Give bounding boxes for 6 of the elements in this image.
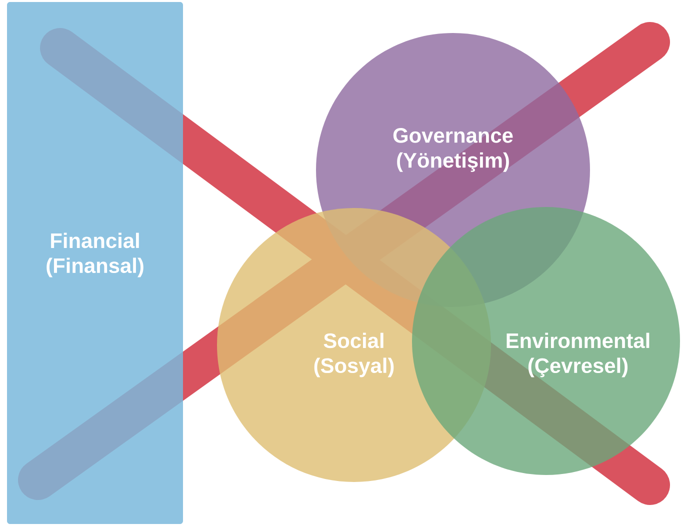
node-label: Environmental (Çevresel) xyxy=(506,332,650,378)
node-label: Financial (Finansal) xyxy=(46,232,144,278)
node-label: Social (Sosyal) xyxy=(314,332,394,378)
column-band xyxy=(7,2,183,524)
node-label: Governance (Yönetişim) xyxy=(393,128,513,172)
venn-circle xyxy=(412,206,680,475)
